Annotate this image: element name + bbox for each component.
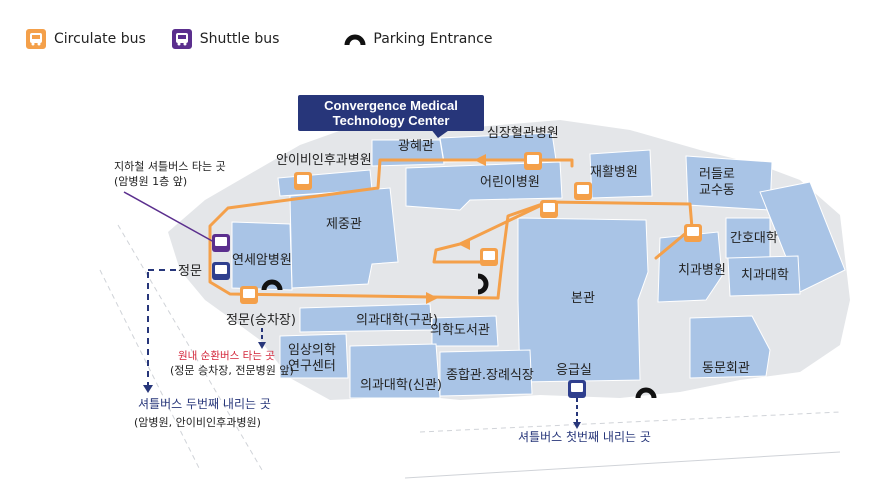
road-edge-left — [117, 224, 263, 471]
legend-parking: Parking Entrance — [343, 31, 492, 47]
medical-library-building — [431, 315, 499, 347]
label-internal-bus-1: 원내 순환버스 타는 곳 — [178, 350, 275, 362]
label-subway-shuttle-1: 지하철 셔틀버스 타는 곳 — [114, 159, 226, 173]
label-medical-library: 의학도서관 — [430, 323, 490, 338]
label-general-hall: 종합관.장례식장 — [446, 368, 534, 383]
clinical-research-building — [279, 333, 349, 379]
buildings — [231, 132, 846, 399]
callout-line1: Convergence Medical — [324, 98, 458, 113]
label-faculty-housing-2: 교수동 — [699, 183, 735, 198]
label-subway-shuttle-2: (암병원 1층 앞) — [114, 175, 187, 188]
first-stop-arrow — [573, 422, 581, 429]
route-top — [208, 158, 574, 300]
label-rehab-hospital: 재활병원 — [590, 165, 638, 180]
callout-box — [298, 95, 484, 131]
cancer-hospital-building — [231, 221, 293, 291]
arrow-left-top — [474, 154, 486, 166]
parking-icon-gate[interactable] — [261, 279, 283, 291]
label-dental-hospital: 치과병원 — [678, 263, 726, 278]
label-childrens-hospital: 어린이병원 — [480, 175, 540, 190]
label-nursing-college: 간호대학 — [730, 231, 778, 246]
label-first-stop: 셔틀버스 첫번째 내리는 곳 — [518, 430, 651, 444]
internal-bus-arrow — [258, 342, 266, 349]
general-hall-building — [439, 349, 533, 397]
label-second-stop-2: (암병원, 안이비인후과병원) — [134, 416, 261, 429]
parking-icon-bottom[interactable] — [635, 387, 657, 399]
label-second-stop-1: 셔틀버스 두번째 내리는 곳 — [138, 397, 271, 411]
childrens-hospital-building — [405, 161, 563, 211]
medical-college-new-building — [349, 343, 441, 399]
legend: Circulate bus Shuttle bus Parking Entran… — [26, 26, 518, 52]
bus-glyphs — [215, 155, 699, 392]
label-main-gate: 정문 — [178, 264, 202, 279]
label-main-building: 본관 — [571, 291, 595, 306]
alumni-hall-building — [689, 315, 771, 379]
main-building — [517, 217, 649, 383]
label-cancer-hospital: 연세암병원 — [232, 253, 292, 268]
label-gwanghyegwan: 광혜관 — [398, 139, 434, 154]
parking-entrances — [261, 273, 657, 399]
arrow-right-bottom — [426, 292, 438, 304]
label-clinical-research-2: 연구센터 — [288, 359, 336, 374]
label-faculty-housing-1: 러들로 — [699, 167, 735, 182]
second-stop-arrow — [143, 385, 153, 393]
shuttle-bus-icon — [171, 29, 192, 49]
label-emergency: 응급실 — [556, 363, 592, 378]
parking-icon-middle[interactable] — [477, 273, 489, 295]
road-edge-left-2 — [99, 269, 201, 471]
label-heart-hospital: 심장혈관병원 — [487, 126, 559, 141]
dental-college-building-2 — [727, 255, 801, 297]
legend-circulate: Circulate bus — [26, 29, 146, 49]
legend-shuttle-label: Shuttle bus — [199, 31, 280, 47]
legend-circulate-label: Circulate bus — [54, 31, 146, 47]
parking-entrance-icon — [344, 34, 366, 46]
road-edge-bottom-2 — [404, 451, 841, 479]
label-medical-college-new: 의과대학(신관) — [360, 378, 442, 393]
arrow-left-middle — [458, 238, 470, 250]
label-alumni-hall: 동문회관 — [702, 361, 750, 376]
road-edge-bottom — [419, 411, 841, 433]
label-dental-college: 치과대학 — [741, 268, 789, 283]
route-arrows — [426, 154, 486, 304]
legend-parking-label: Parking Entrance — [373, 31, 493, 47]
legend-shuttle: Shuttle bus — [171, 29, 280, 49]
callout-line2: Technology Center — [333, 113, 450, 128]
subway-shuttle-pointer — [123, 191, 215, 243]
dental-hospital-building — [657, 231, 723, 303]
label-clinical-research-1: 임상의학 — [288, 343, 336, 358]
label-medical-college-old: 의과대학(구관) — [356, 313, 438, 328]
label-jejunggwan: 제중관 — [326, 217, 362, 232]
route-middle-loop — [432, 200, 550, 264]
label-internal-bus-2: (정문 승차장, 전문병원 앞) — [170, 364, 294, 377]
label-ahn-hospital: 안이비인후과병원 — [276, 153, 372, 168]
circulate-bus-icon — [26, 29, 46, 49]
label-main-gate-stop: 정문(승차장) — [226, 313, 296, 328]
